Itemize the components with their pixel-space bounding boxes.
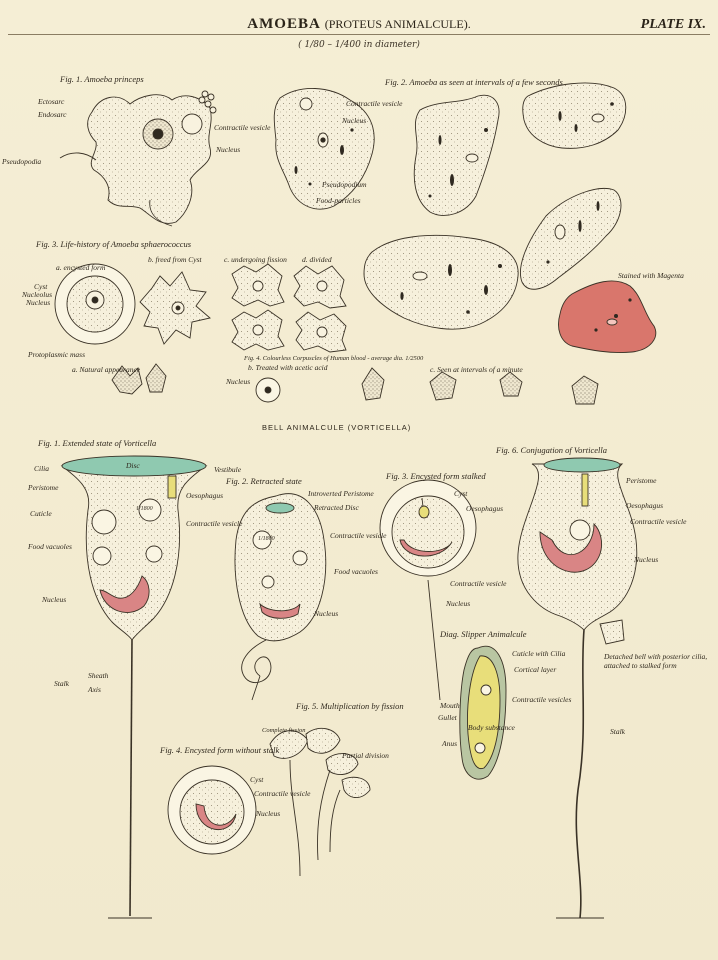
v2-label-food-vacuoles: Food vacuoles (334, 567, 378, 576)
fig1-title: Fig. 1. Amoeba princeps (60, 74, 144, 84)
v3-label-contractile: Contractile vesicle (450, 579, 507, 588)
header-rule (8, 34, 710, 35)
slipper-animalcule (459, 645, 507, 780)
blood-corpuscles (111, 363, 599, 405)
slipper-label-cuticle: Cuticle with Cilia (512, 649, 566, 658)
v-label-nucleus: Nucleus (42, 595, 67, 604)
vorticella-extended (60, 455, 208, 919)
v2-label-retracted-disc: Retracted Disc (314, 503, 359, 512)
label-nucleus-1: Nucleus (216, 145, 241, 154)
v3-label-cyst: Cyst (454, 489, 468, 498)
v-label-disc: Disc (126, 461, 140, 470)
label-natural-appearance: a. Natural appearance (72, 365, 141, 374)
slipper-label-contractile: Contractile vesicles (512, 695, 572, 704)
v6-label-stalk: Stalk (610, 727, 625, 736)
label-nucleus-3: Nucleus (26, 298, 51, 307)
v-fig2-scale: 1/1800 (258, 536, 275, 542)
v-label-cilia: Cilia (34, 464, 50, 473)
v-fig3-title: Fig. 3. Encysted form stalked (386, 471, 486, 481)
v-fig5-title: Fig. 5. Multiplication by fission (296, 701, 404, 711)
v-label-contractile-vesicle: Contractile vesicle (186, 519, 243, 528)
vorticella-encysted-free (167, 765, 257, 855)
vorticella-conjugation (517, 457, 638, 919)
title-main: AMOEBA (247, 16, 320, 32)
label-pseudopodium: Pseudopodium (322, 180, 367, 189)
v-label-vestibule: Vestibule (214, 465, 242, 474)
v6-label-detached-bell: Detached bell with posterior cilia, atta… (604, 652, 708, 670)
slipper-label-cortical: Cortical layer (514, 665, 557, 674)
vorticella-encysted-stalked (379, 479, 477, 701)
label-freed-from-cyst: b. freed from Cyst (148, 255, 202, 264)
label-nucleolus: Nucleolus (22, 290, 52, 299)
label-endosarc: Endosarc (38, 110, 67, 119)
v-fig1-title: Fig. 1. Extended state of Vorticella (38, 438, 157, 448)
label-acetic-acid: b. Treated with acetic acid (248, 363, 328, 372)
label-pseudopodia: Pseudopodia (2, 157, 42, 166)
v-fig6-title: Fig. 6. Conjugation of Vorticella (496, 445, 607, 455)
label-food-particles: Food-particles (316, 196, 361, 205)
label-divided: d. divided (302, 255, 332, 264)
plate-title: AMOEBA (PROTEUS ANIMALCULE). (0, 16, 718, 33)
v-label-food-vacuoles: Food vacuoles (28, 542, 72, 551)
amoeba-princeps (59, 90, 217, 227)
title-subtitle: (PROTEUS ANIMALCULE). (324, 17, 471, 31)
slipper-label-mouth: Mouth (440, 701, 460, 710)
label-ectosarc: Ectosarc (38, 97, 65, 106)
v2-label-nucleus: Nucleus (314, 609, 339, 618)
fig2-title: Fig. 2. Amoeba as seen at intervals of a… (385, 77, 563, 87)
label-nucleus-4: Nucleus (226, 377, 251, 386)
v4-label-cyst: Cyst (250, 775, 264, 784)
plate-number: PLATE IX. (640, 17, 706, 32)
label-stained-magenta: Stained with Magenta (618, 271, 684, 280)
diameter-note: ( 1/80 – 1/400 in diameter) (298, 40, 420, 50)
v-label-stalk: Stalk (54, 679, 69, 688)
v-fig1-scale: 1/1800 (136, 506, 153, 512)
amoeba-sequence (273, 82, 657, 353)
label-encysted-form: a. encysted form (56, 263, 106, 272)
v-label-oesophagus: Oesophagus (186, 491, 224, 500)
v6-label-contractile: Contractile vesicle (630, 517, 687, 526)
v-fig4-title: Fig. 4. Encysted form without stalk (160, 745, 280, 755)
slipper-title: Diag. Slipper Animalcule (440, 629, 527, 639)
slipper-label-anus: Anus (442, 739, 457, 748)
v2-label-contractile: Contractile vesicle (330, 531, 387, 540)
v-fig2-title: Fig. 2. Retracted state (226, 476, 302, 486)
v-label-peristome: Peristome (28, 483, 59, 492)
vorticella-section-title: BELL ANIMALCULE (VORTICELLA) (262, 423, 412, 432)
amoeba-life-history (54, 263, 347, 353)
vorticella-fission (269, 727, 371, 877)
v-label-axis: Axis (88, 685, 101, 694)
v6-label-oesophagus: Oesophagus (626, 501, 664, 510)
v2-label-introverted: Introverted Peristome (308, 489, 374, 498)
vorticella-retracted (234, 493, 327, 701)
v4-label-nucleus: Nucleus (256, 809, 281, 818)
label-contractile-vesicle-2: Contractile vesicle (346, 99, 403, 108)
slipper-label-gullet: Gullet (438, 713, 457, 722)
v5-label-partial: Partial division (342, 751, 389, 760)
label-intervals-minute: c. Seen at intervals of a minute (430, 365, 523, 374)
v-label-sheath: Sheath (88, 671, 109, 680)
label-contractile-vesicle-1: Contractile vesicle (214, 123, 271, 132)
fig4-title: Fig. 4. Colourless Corpuscles of Human b… (244, 355, 424, 362)
slipper-label-body: Body substance (468, 723, 515, 732)
v6-label-nucleus: Nucleus (634, 555, 659, 564)
v6-label-peristome: Peristome (626, 476, 657, 485)
v4-label-contractile: Contractile vesicle (254, 789, 311, 798)
v3-label-nucleus: Nucleus (446, 599, 471, 608)
label-protoplasmic-mass: Protoplasmic mass (28, 350, 86, 359)
v-label-cuticle: Cuticle (30, 509, 52, 518)
v5-label-complete: Complete fission (262, 727, 306, 734)
fig3-title: Fig. 3. Life-history of Amoeba sphaeroco… (36, 239, 192, 249)
label-nucleus-2: Nucleus (342, 116, 367, 125)
label-undergoing-fission: c. undergoing fission (224, 255, 287, 264)
label-cyst-1: Cyst (34, 282, 48, 291)
v3-label-oesophagus: Oesophagus (466, 504, 504, 513)
